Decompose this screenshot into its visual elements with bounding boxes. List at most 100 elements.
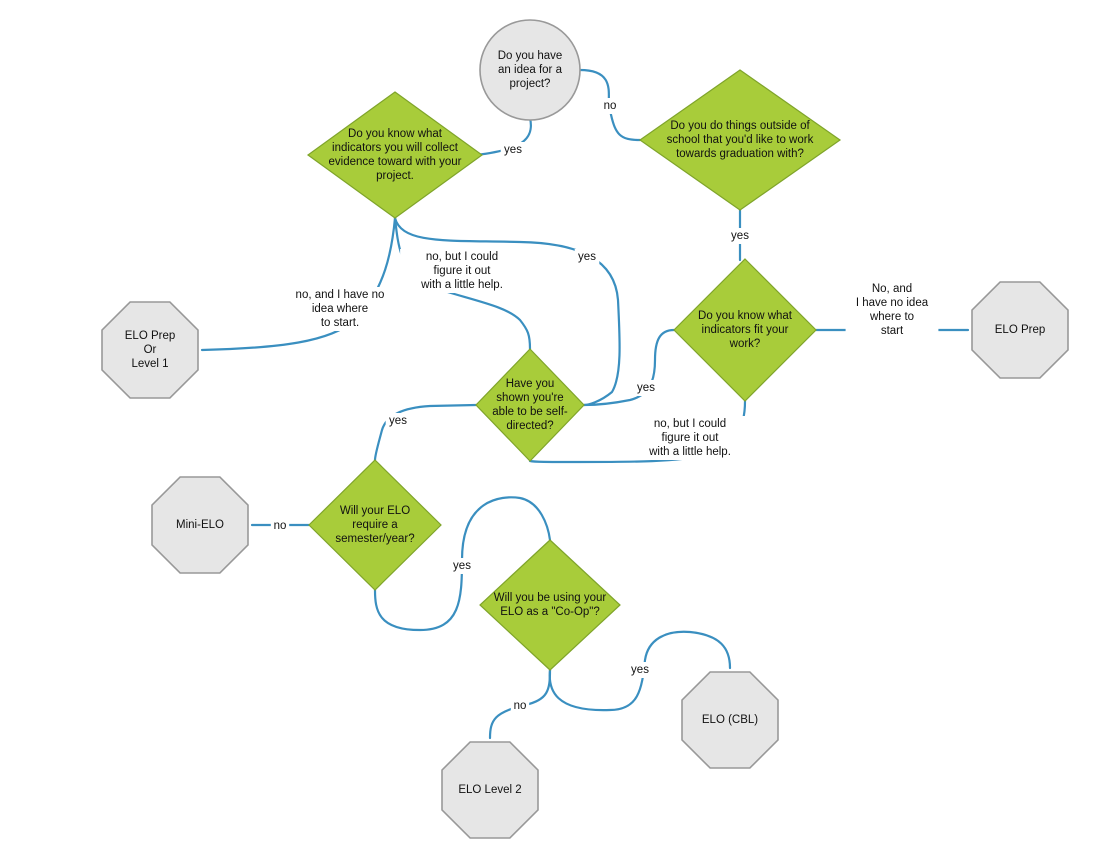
node-label: Or [144, 344, 157, 356]
node-label: semester/year? [335, 533, 414, 545]
node-label: ELO Prep [995, 324, 1046, 336]
node-label: ELO (CBL) [702, 714, 758, 726]
node-label: ELO as a "Co-Op"? [500, 606, 600, 618]
edge-label-background [727, 228, 753, 244]
edge-label-coop-no: no [510, 698, 530, 714]
edge-label-collect-yes: yes [574, 249, 600, 265]
edge-label-start-yes: yes [500, 142, 526, 158]
node-label: towards graduation with? [676, 148, 804, 160]
edge-label-text: no [274, 520, 287, 532]
decision-diamond [308, 459, 442, 591]
node-label: ELO Prep [125, 330, 176, 342]
edge-label-background [400, 249, 524, 293]
connector-collect-yes [393, 216, 621, 407]
node-label: directed? [506, 420, 553, 432]
node-label: Mini-ELO [176, 519, 224, 531]
terminal-octagon [441, 741, 539, 839]
edge-label-collect-help: no, but I could figure it out with a littl… [400, 249, 524, 293]
edge-label-semester-yes: yes [449, 558, 475, 574]
edge-label-text: figure it out [434, 265, 492, 277]
node-q-self-directed: Have you shown you're able to be self-dire… [475, 348, 585, 462]
decision-diamond [673, 258, 817, 402]
connector-self-yes [373, 403, 478, 462]
edge-label-background [574, 249, 600, 265]
edge-label-fit-help: no, but I could figure it out with a littl… [628, 416, 752, 460]
edge-label-semester-no: no [270, 518, 290, 534]
node-t-mini-elo: Mini-ELO [151, 476, 249, 574]
node-label: Will you be using your [494, 592, 607, 604]
node-q-indicators-collect: Do you know what indicators you will coll… [306, 91, 484, 219]
node-label: indicators you will collect [332, 142, 459, 154]
edge-label-background [633, 380, 659, 396]
start-circle [479, 19, 581, 121]
edge-label-text: No, and [872, 283, 912, 295]
edge-label-background [284, 287, 396, 331]
edge-label-text: yes [578, 251, 596, 263]
node-start: Do you have an idea for a project? [479, 19, 581, 121]
edge-label-background [845, 281, 939, 339]
node-label: project? [510, 78, 551, 90]
node-label: Do you know what [348, 128, 443, 140]
edge-label-outside-yes: yes [727, 228, 753, 244]
node-label: ELO Level 2 [458, 784, 521, 796]
edge-label-text: yes [631, 664, 649, 676]
node-label: work? [729, 338, 761, 350]
edge-label-background [270, 518, 290, 534]
nodes-layer: Do you have an idea for a project? Do you k… [101, 19, 1069, 839]
terminal-octagon [151, 476, 249, 574]
decision-diamond [638, 69, 842, 211]
terminal-octagon [681, 671, 779, 769]
edge-label-background [500, 142, 526, 158]
edge-label-text: no [514, 700, 527, 712]
edge-label-background [627, 662, 653, 678]
node-t-elo-level2: ELO Level 2 [441, 741, 539, 839]
node-label: school that you'd like to work [667, 134, 814, 146]
edge-label-background [600, 98, 620, 114]
connector-coop-yes [548, 630, 732, 712]
edge-label-start-no: no [600, 98, 620, 114]
edge-label-text: yes [504, 144, 522, 156]
edge-label-text: where to [869, 311, 914, 323]
edge-label-text: figure it out [662, 432, 720, 444]
edge-label-text: no, but I could [426, 251, 498, 263]
edge-label-text: yes [453, 560, 471, 572]
node-label: Will your ELO [340, 505, 410, 517]
connector-fit-yes [582, 328, 676, 407]
edge-label-text: I have no idea [856, 297, 929, 309]
edge-label-text: no [604, 100, 617, 112]
edge-label-coop-yes: yes [627, 662, 653, 678]
node-label: shown you're [496, 392, 563, 404]
node-label: indicators fit your [702, 324, 789, 336]
edge-label-text: start [881, 325, 904, 337]
node-label: project. [376, 170, 414, 182]
edge-label-text: no, but I could [654, 418, 726, 430]
decision-diamond [479, 539, 621, 671]
edge-label-text: no, and I have no [296, 289, 385, 301]
edge-label-background [385, 413, 411, 429]
node-label: Do you have [498, 50, 563, 62]
edge-label-text: with a little help. [648, 446, 731, 458]
decision-diamond [306, 91, 484, 219]
edge-label-fit-no: No, and I have no idea where to start [845, 281, 939, 339]
node-label: evidence toward with your [329, 156, 462, 168]
edge-label-text: with a little help. [420, 279, 503, 291]
decision-diamond [475, 348, 585, 462]
node-label: Do you know what [698, 310, 793, 322]
node-label: an idea for a [498, 64, 563, 76]
edge-label-background [628, 416, 752, 460]
edge-label-self-yes: yes [385, 413, 411, 429]
terminal-octagon [101, 301, 199, 399]
node-t-elo-prep: ELO Prep [971, 281, 1069, 379]
node-label: able to be self- [492, 406, 568, 418]
edge-label-text: to start. [321, 317, 359, 329]
edge-label-background [510, 698, 530, 714]
edge-label-text: yes [637, 382, 655, 394]
node-label: Have you [506, 378, 555, 390]
edge-label-fit-yes: yes [633, 380, 659, 396]
